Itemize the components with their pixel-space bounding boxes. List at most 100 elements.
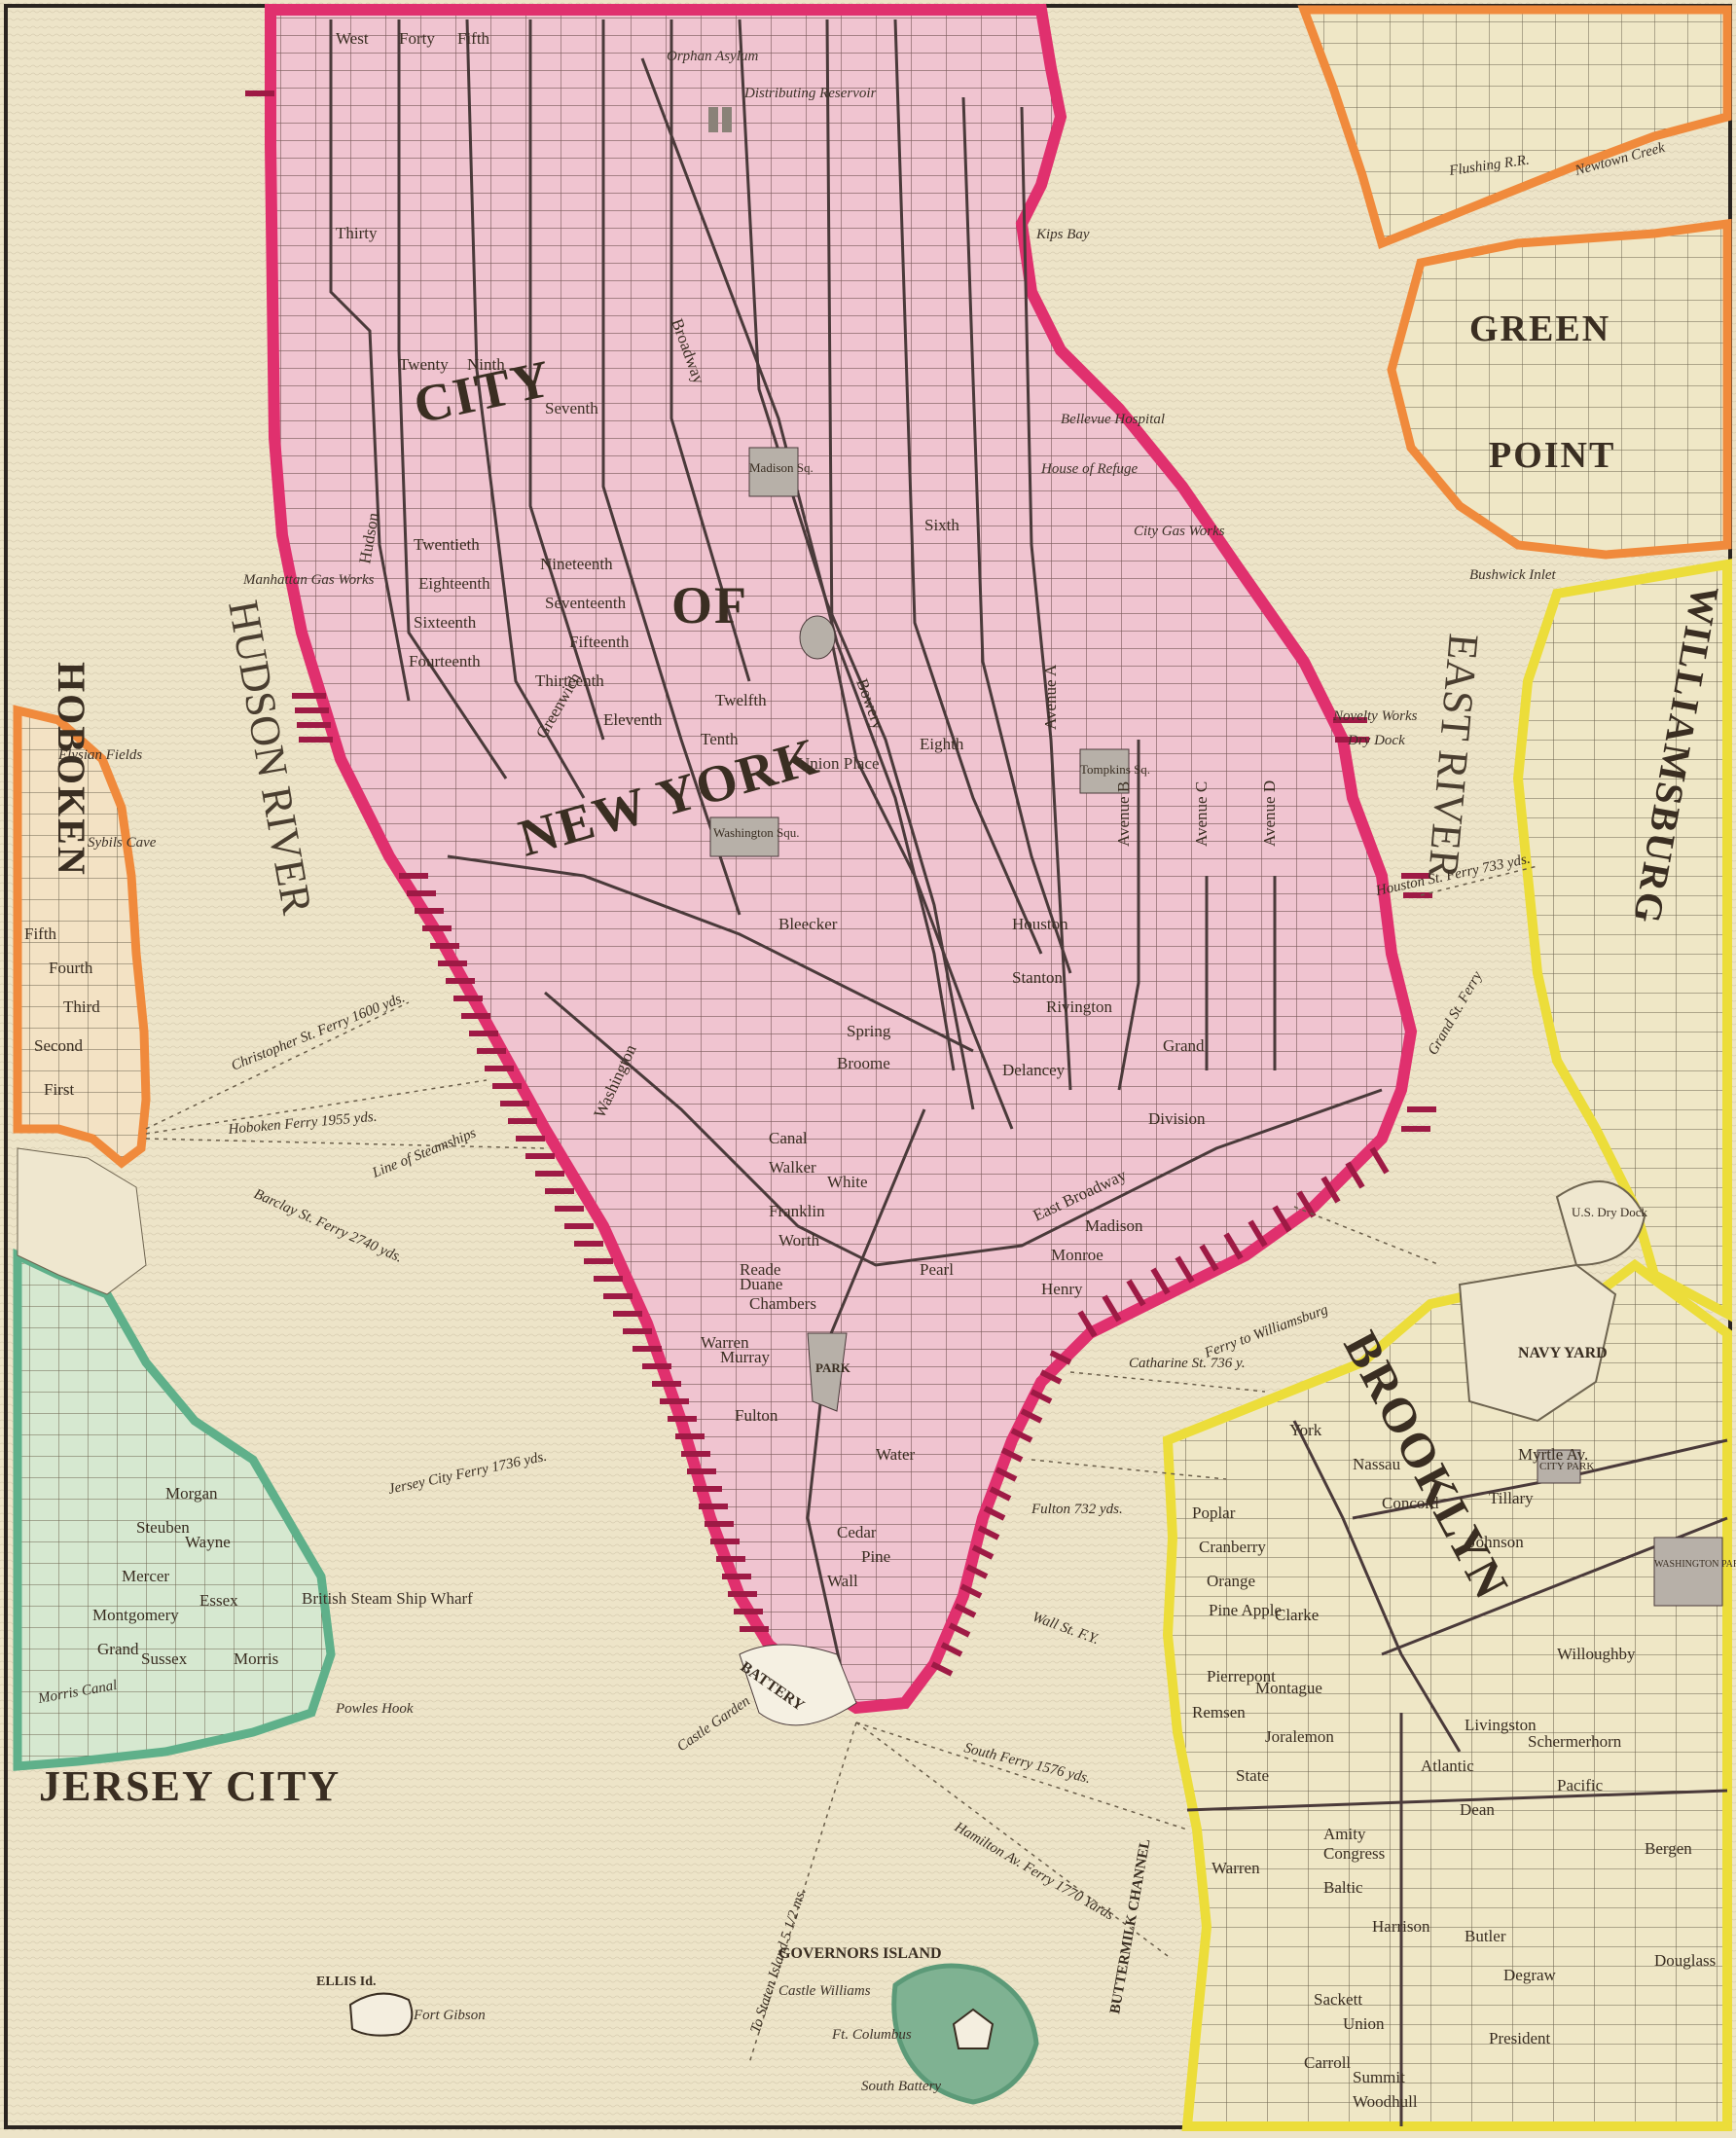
brooklyn-street: Degraw bbox=[1503, 1966, 1557, 1984]
manhattan-street: Pearl bbox=[920, 1260, 954, 1279]
brooklyn-street: Warren bbox=[1212, 1859, 1260, 1877]
williamsburg-land bbox=[1512, 559, 1732, 1323]
label-of: OF bbox=[671, 576, 748, 634]
brooklyn-street: Pine Apple bbox=[1209, 1601, 1282, 1619]
label-washington-park: WASHINGTON PARK 30 Acres bbox=[1654, 1559, 1736, 1570]
jersey-street: Morgan bbox=[165, 1484, 218, 1503]
hoboken-street: Fourth bbox=[49, 959, 93, 977]
brooklyn-street: Livingston bbox=[1465, 1716, 1537, 1734]
label-madison-square: Madison Sq. bbox=[749, 460, 814, 475]
label-south-battery: South Battery bbox=[861, 2079, 941, 2094]
brooklyn-street: Baltic bbox=[1323, 1878, 1363, 1897]
manhattan-street: Sixth bbox=[924, 516, 959, 534]
manhattan-street: Nineteenth bbox=[540, 555, 613, 573]
label-us-dry-dock: U.S. Dry Dock bbox=[1572, 1205, 1647, 1219]
manhattan-street: Bleecker bbox=[778, 915, 838, 933]
brooklyn-street: Butler bbox=[1465, 1927, 1506, 1945]
washington-park bbox=[1653, 1537, 1723, 1607]
manhattan-street: Seventeenth bbox=[545, 594, 627, 612]
label-powles-hook: Powles Hook bbox=[335, 1701, 414, 1717]
jersey-street: Grand bbox=[97, 1640, 139, 1658]
jersey-street: Morris bbox=[234, 1649, 278, 1668]
manhattan-street: Monroe bbox=[1051, 1246, 1103, 1264]
fort-columbus bbox=[952, 2008, 995, 2049]
label-ferry-catharine: Catharine St. 736 y. bbox=[1129, 1356, 1246, 1371]
washington-square bbox=[709, 816, 779, 857]
label-park: PARK bbox=[815, 1360, 851, 1375]
manhattan-street: Warren bbox=[701, 1333, 749, 1352]
us-dry-dock bbox=[1555, 1180, 1646, 1267]
label-city-gas-works: City Gas Works bbox=[1134, 524, 1225, 539]
label-elysian-fields: Elysian Fields bbox=[57, 747, 142, 763]
manhattan-street: Twentieth bbox=[414, 535, 480, 554]
label-point: POINT bbox=[1489, 435, 1615, 476]
jersey-lowland bbox=[17, 1147, 147, 1295]
manhattan-street: Thirty bbox=[336, 224, 378, 242]
brooklyn-street: Union bbox=[1343, 2014, 1385, 2033]
manhattan-street: Murray bbox=[720, 1348, 770, 1366]
manhattan-street: Fifth bbox=[457, 29, 490, 48]
long-island-city-land bbox=[1297, 5, 1732, 250]
manhattan-street: Chambers bbox=[749, 1294, 816, 1313]
label-house-of-refuge: House of Refuge bbox=[1040, 461, 1138, 477]
brooklyn-street: Orange bbox=[1207, 1572, 1255, 1590]
hoboken-street: Third bbox=[63, 997, 100, 1016]
label-kips-bay: Kips Bay bbox=[1035, 227, 1090, 242]
manhattan-street: Division bbox=[1148, 1109, 1206, 1128]
brooklyn-street: Pierrepont bbox=[1207, 1667, 1276, 1685]
brooklyn-street: Carroll bbox=[1304, 2053, 1351, 2072]
brooklyn-street: Joralemon bbox=[1265, 1727, 1334, 1746]
brooklyn-street: Nassau bbox=[1353, 1455, 1401, 1473]
ellis-island bbox=[348, 1992, 414, 2037]
manhattan-street: Stanton bbox=[1012, 968, 1063, 987]
brooklyn-street: Congress bbox=[1323, 1844, 1385, 1863]
label-dry-dock: Dry Dock bbox=[1347, 733, 1405, 748]
label-union-place: Union Place bbox=[798, 754, 880, 773]
brooklyn-street: President bbox=[1489, 2029, 1551, 2047]
brooklyn-street: Amity bbox=[1323, 1825, 1366, 1843]
manhattan-street: Rivington bbox=[1046, 997, 1113, 1016]
brooklyn-street: Douglass bbox=[1654, 1951, 1716, 1970]
brooklyn-street: Sackett bbox=[1314, 1990, 1362, 2009]
manhattan-street: Avenue D bbox=[1260, 780, 1279, 847]
brooklyn-street: State bbox=[1236, 1766, 1269, 1785]
brooklyn-street: Remsen bbox=[1192, 1703, 1246, 1721]
tompkins-square bbox=[1079, 748, 1130, 794]
brooklyn-street: Bergen bbox=[1645, 1839, 1692, 1858]
brooklyn-street: Schermerhorn bbox=[1528, 1732, 1622, 1751]
manhattan-street: Spring bbox=[847, 1022, 891, 1040]
manhattan-street: Ninth bbox=[467, 355, 505, 374]
jersey-street: Steuben bbox=[136, 1518, 190, 1537]
manhattan-street: Wall bbox=[827, 1572, 858, 1590]
union-place bbox=[799, 615, 836, 660]
brooklyn-street: Pacific bbox=[1557, 1776, 1604, 1794]
east-river-piers bbox=[930, 717, 1436, 1677]
jersey-street: Essex bbox=[199, 1591, 238, 1610]
manhattan-street: Water bbox=[876, 1445, 915, 1464]
manhattan-street: Houston bbox=[1012, 915, 1068, 933]
manhattan-street: Fourteenth bbox=[409, 652, 481, 670]
manhattan-street: Eighth bbox=[920, 735, 964, 753]
manhattan-street: Duane bbox=[740, 1275, 782, 1293]
label-tompkins-square: Tompkins Sq. bbox=[1080, 762, 1150, 777]
manhattan-street: Seventh bbox=[545, 399, 598, 417]
manhattan-street: Cedar bbox=[837, 1523, 877, 1541]
label-jersey-city: JERSEY CITY bbox=[39, 1762, 341, 1810]
manhattan-street: Twelfth bbox=[715, 691, 767, 709]
city-hall-park bbox=[807, 1332, 848, 1412]
brooklyn-street: Cranberry bbox=[1199, 1538, 1266, 1556]
manhattan-street: Avenue B bbox=[1114, 781, 1133, 847]
jersey-street: Wayne bbox=[185, 1533, 231, 1551]
hoboken-land bbox=[13, 705, 151, 1169]
manhattan-street: Sixteenth bbox=[414, 613, 477, 632]
label-ferry-fulton: Fulton 732 yds. bbox=[1031, 1502, 1123, 1517]
hoboken-street: Fifth bbox=[24, 924, 57, 943]
label-manhattan-gas-works: Manhattan Gas Works bbox=[242, 572, 375, 588]
label-ellis-island: ELLIS Id. bbox=[316, 1975, 376, 1989]
manhattan-street: Pine bbox=[861, 1547, 890, 1566]
label-reservoir: Distributing Reservoir bbox=[743, 86, 877, 101]
manhattan-street: Henry bbox=[1041, 1280, 1083, 1298]
manhattan-street: Madison bbox=[1085, 1216, 1143, 1235]
